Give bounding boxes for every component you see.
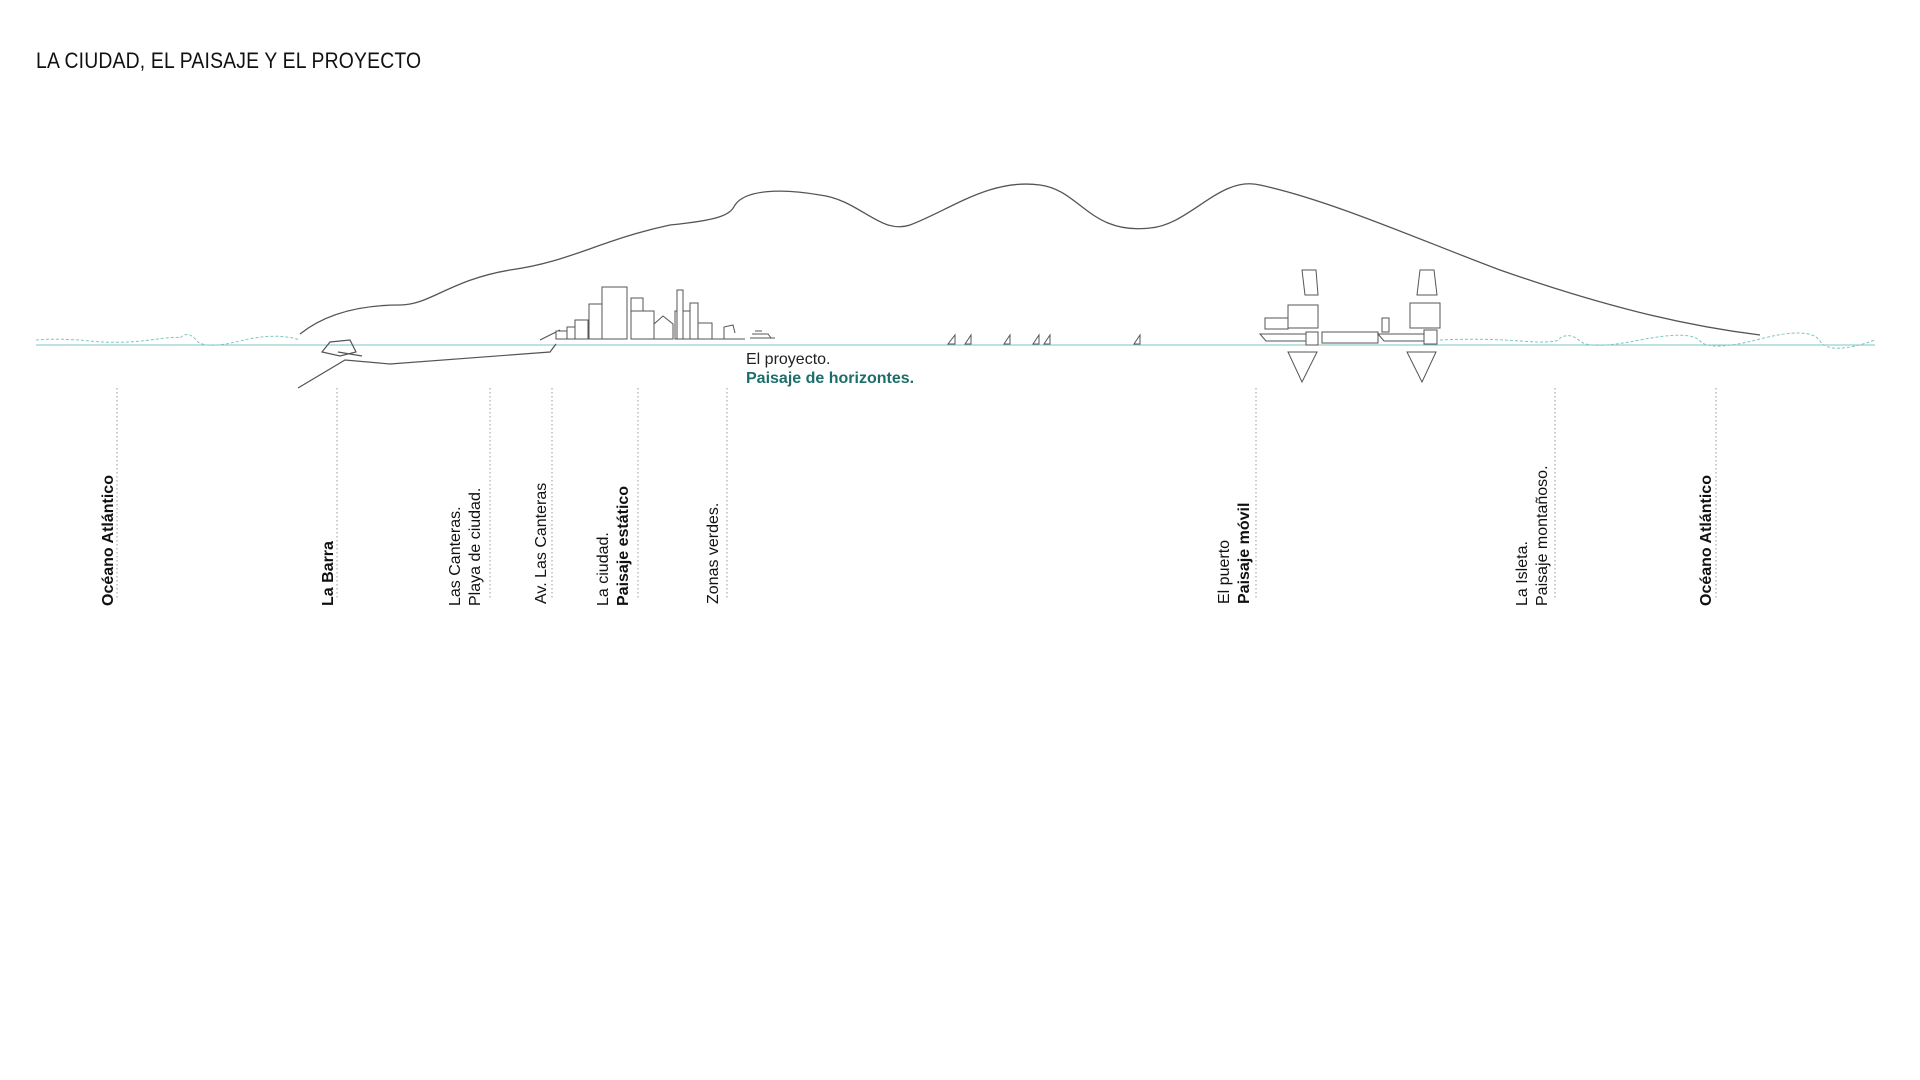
label-av-las-canteras-text: Av. Las Canteras [533, 482, 550, 604]
port-structures [1258, 269, 1441, 384]
label-la-barra-text: La Barra [320, 541, 337, 606]
label-la-isleta-line1: La Isleta. [1514, 541, 1531, 606]
label-el-puerto-line1: El puerto [1216, 539, 1233, 604]
label-av-las-canteras: Av. Las Canteras [532, 483, 552, 604]
project-label-line2: Paisaje de horizontes. [746, 370, 915, 387]
sea-line [35, 332, 1876, 349]
project-icon [750, 330, 775, 339]
label-zonas-verdes-text: Zonas verdes. [705, 502, 722, 604]
label-la-ciudad: La ciudad. Paisaje estático [594, 486, 634, 606]
label-oceano-atlantico-right: Océano Atlántico [1697, 475, 1717, 606]
label-oceano-atlantico-left-text: Océano Atlántico [100, 475, 117, 606]
label-las-canteras-line1: Las Canteras. [447, 506, 464, 606]
city-skyline [555, 286, 745, 340]
label-oceano-atlantico-right-text: Océano Atlántico [1698, 475, 1715, 606]
label-la-isleta-line2: Paisaje montañoso. [1534, 465, 1551, 606]
page-title: LA CIUDAD, EL PAISAJE Y EL PROYECTO [36, 48, 422, 73]
label-la-ciudad-line2: Paisaje estático [615, 485, 632, 606]
label-zonas-verdes: Zonas verdes. [704, 503, 724, 604]
label-la-isleta: La Isleta. Paisaje montañoso. [1513, 465, 1553, 606]
project-label: El proyecto. Paisaje de horizontes. [746, 350, 914, 388]
label-leaders [116, 388, 1717, 600]
sailboats [946, 333, 1141, 345]
label-el-puerto-line2: Paisaje móvil [1236, 502, 1253, 604]
mountain-profile [299, 183, 1761, 336]
la-barra-shore [297, 329, 561, 389]
label-las-canteras: Las Canteras. Playa de ciudad. [446, 488, 486, 606]
label-el-puerto: El puerto Paisaje móvil [1215, 503, 1255, 604]
label-las-canteras-line2: Playa de ciudad. [467, 487, 484, 606]
label-la-ciudad-line1: La ciudad. [595, 532, 612, 606]
label-oceano-atlantico-left: Océano Atlántico [99, 475, 119, 606]
project-label-line1: El proyecto. [746, 351, 831, 368]
label-la-barra: La Barra [319, 541, 339, 606]
